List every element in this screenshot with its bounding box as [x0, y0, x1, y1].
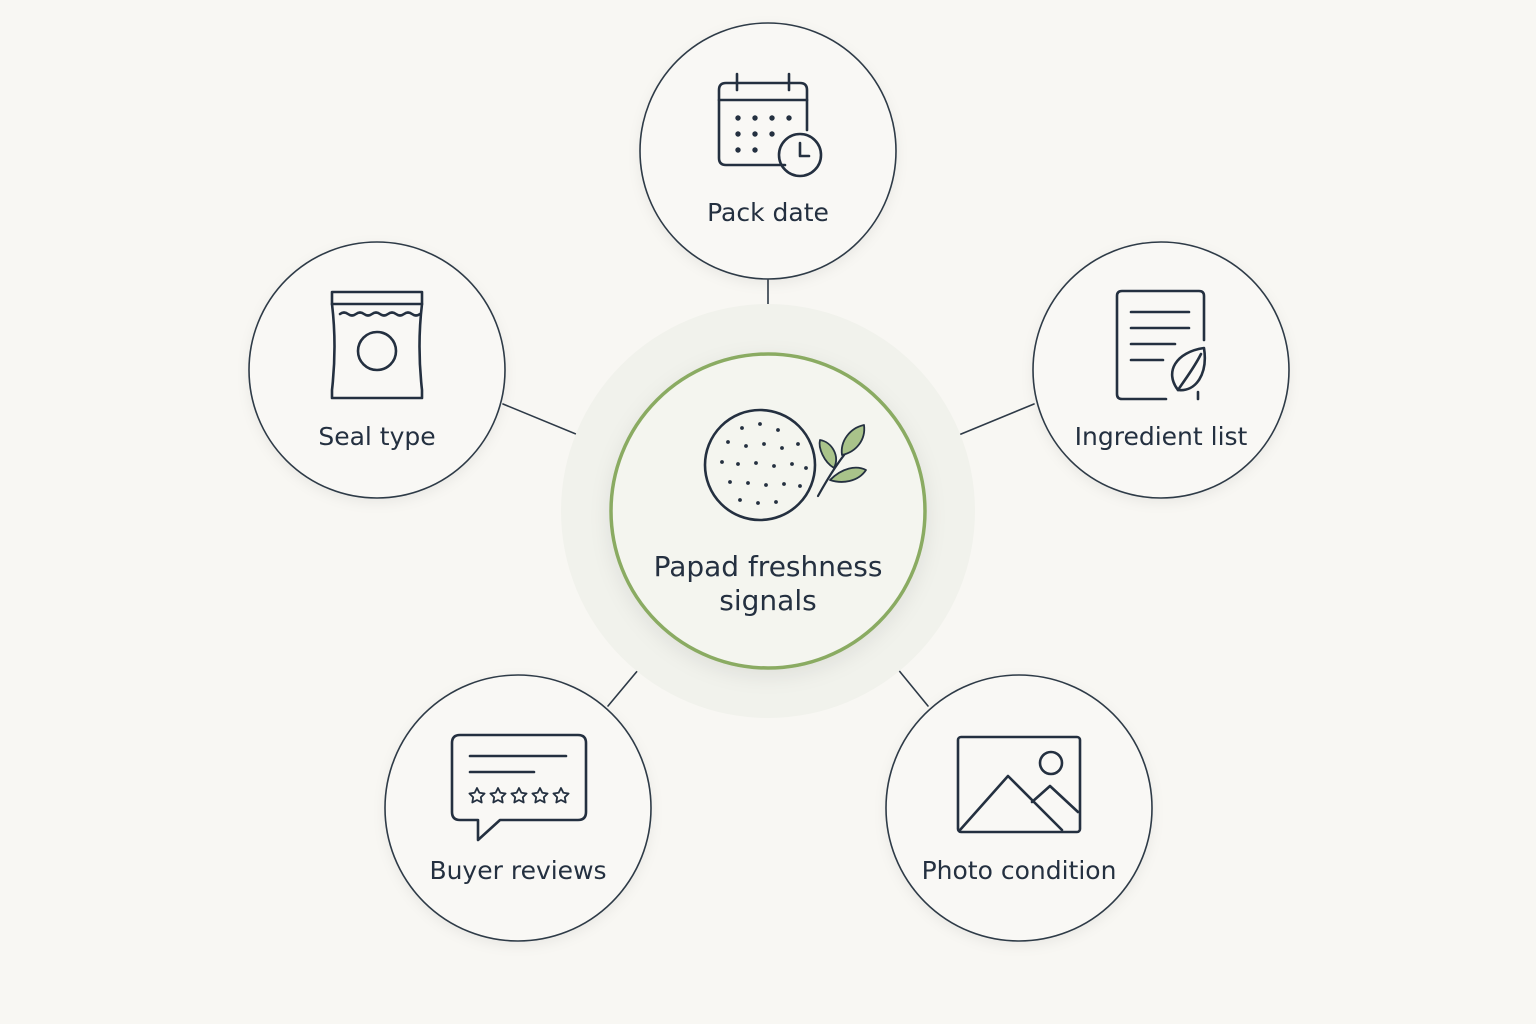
- node-label-seal-type: Seal type: [318, 422, 435, 451]
- node-photo-condition: Photo condition: [885, 674, 1153, 942]
- center-circle: [609, 352, 927, 670]
- review-stars-icon: [450, 733, 588, 842]
- document-leaf-icon: [1115, 289, 1207, 401]
- node-label-pack-date: Pack date: [707, 198, 829, 227]
- center-node: Papad freshness signals: [561, 304, 975, 718]
- sealed-pack-icon: [330, 290, 424, 400]
- node-buyer-reviews: Buyer reviews: [384, 674, 652, 942]
- center-label-line1: Papad freshness: [654, 550, 883, 583]
- papad-leaf-icon: [703, 408, 867, 522]
- node-ingredient-list: Ingredient list: [1032, 241, 1290, 499]
- calendar-clock-icon: [717, 72, 823, 178]
- node-label-photo-condition: Photo condition: [922, 856, 1117, 885]
- node-seal-type: Seal type: [248, 241, 506, 499]
- node-pack-date: Pack date: [639, 22, 897, 280]
- node-label-buyer-reviews: Buyer reviews: [429, 856, 606, 885]
- center-label-line2: signals: [719, 584, 816, 617]
- image-icon: [956, 735, 1082, 834]
- node-label-ingredient-list: Ingredient list: [1075, 422, 1248, 451]
- star-rating: [468, 787, 570, 804]
